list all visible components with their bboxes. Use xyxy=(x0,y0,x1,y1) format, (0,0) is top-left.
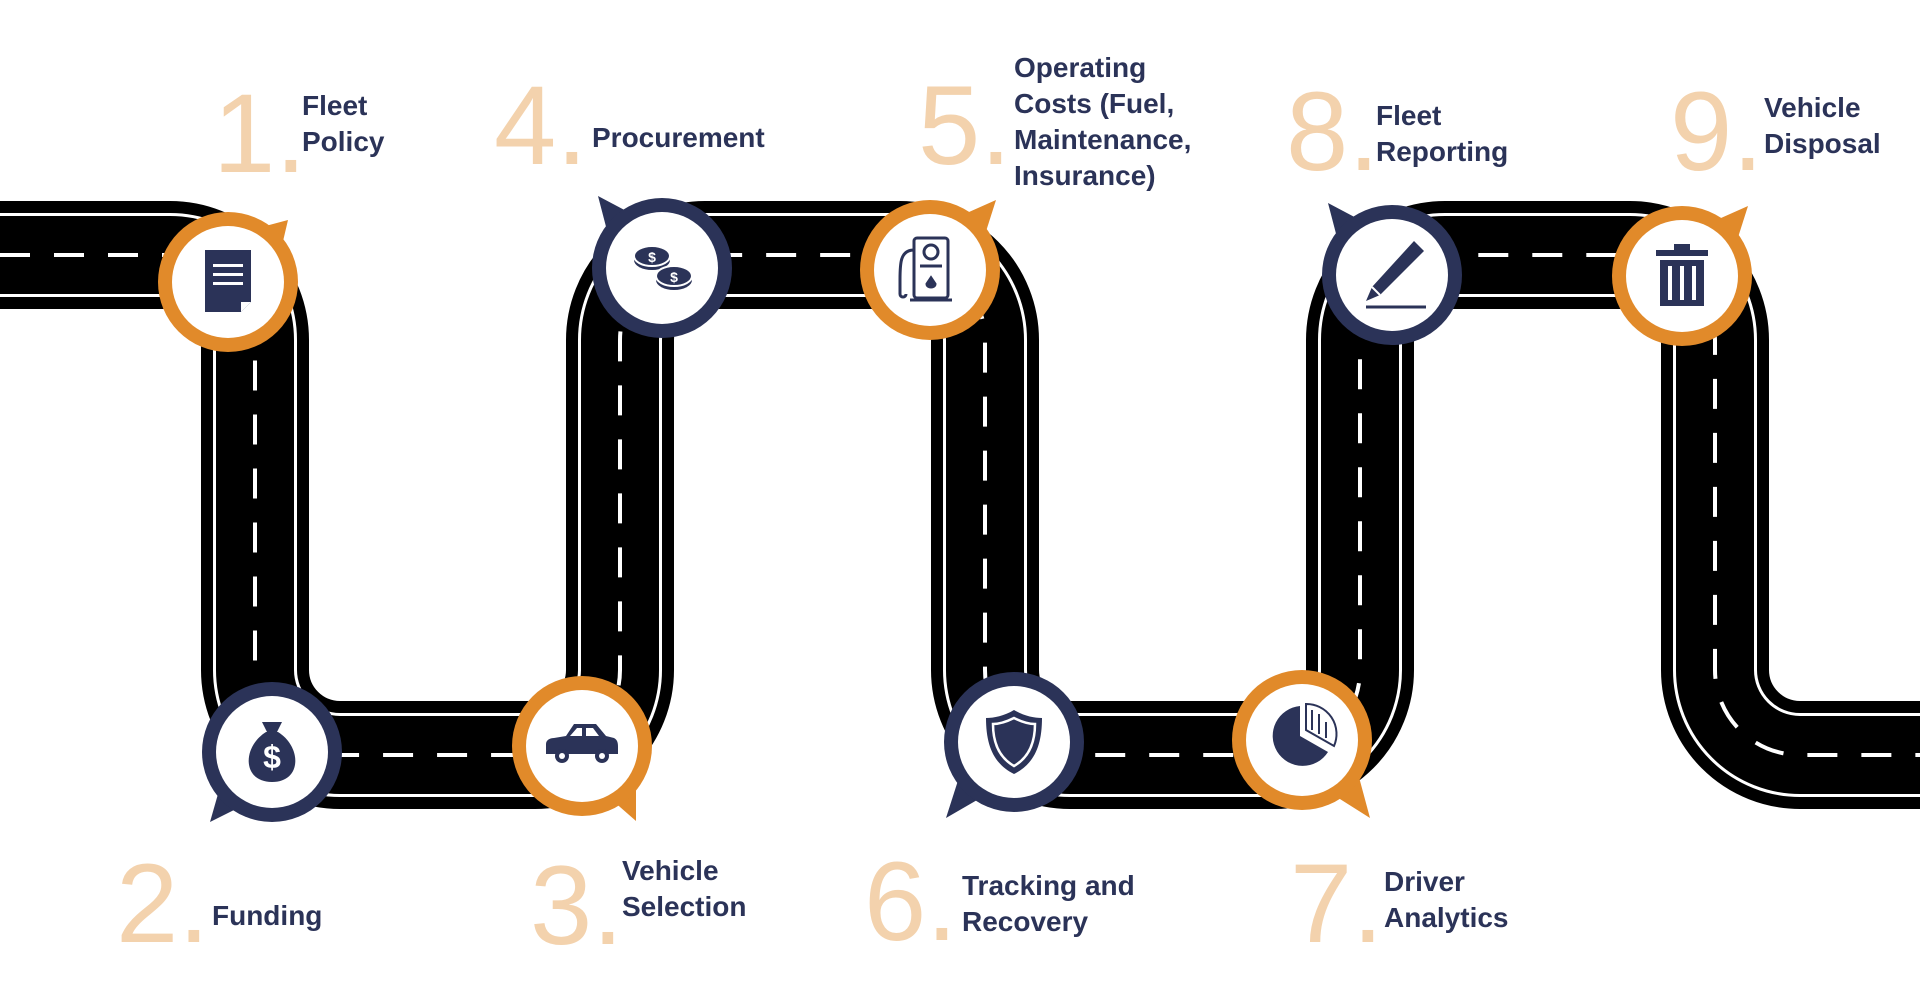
step-5-label: Operating Costs (Fuel, Maintenance, Insu… xyxy=(1014,52,1192,191)
step-2-label: Funding xyxy=(212,900,323,931)
step-8-label: Fleet Reporting xyxy=(1376,100,1509,167)
step-5-number: 5. xyxy=(918,63,1012,188)
step-2-number: 2. xyxy=(116,841,210,966)
step-9-marker xyxy=(1612,206,1752,346)
step-7-label: Driver Analytics xyxy=(1384,866,1509,933)
step-4-label: Procurement xyxy=(592,122,765,153)
step-3-number: 3. xyxy=(530,843,624,968)
money-bag-icon: $ xyxy=(248,722,296,782)
step-1-label: Fleet Policy xyxy=(302,90,385,157)
step-9-label: Vehicle Disposal xyxy=(1764,92,1881,159)
step-7-marker xyxy=(1232,670,1372,818)
step-9-number: 9. xyxy=(1670,69,1764,194)
coins-icon: $ $ xyxy=(633,245,693,290)
svg-text:$: $ xyxy=(263,739,281,775)
step-8-number: 8. xyxy=(1286,69,1380,194)
step-8-marker xyxy=(1322,203,1462,345)
fuel-pump-icon xyxy=(898,236,952,302)
step-1-number: 1. xyxy=(213,71,307,196)
marker-face xyxy=(874,214,986,326)
pie-chart-icon xyxy=(1272,702,1338,766)
svg-text:$: $ xyxy=(670,269,678,285)
step-1-marker xyxy=(158,212,298,352)
trash-icon xyxy=(1656,244,1708,306)
step-4-marker: $ $ xyxy=(592,196,732,338)
pen-icon xyxy=(1366,241,1426,309)
document-icon xyxy=(205,250,251,312)
step-6-label: Tracking and Recovery xyxy=(962,870,1135,937)
step-6-number: 6. xyxy=(864,839,958,964)
car-icon xyxy=(546,724,618,763)
step-5-marker xyxy=(860,200,1000,340)
step-7-number: 7. xyxy=(1290,841,1384,966)
marker-pointer xyxy=(1332,766,1370,818)
step-3-marker xyxy=(512,676,652,821)
marker-pointer xyxy=(946,768,984,818)
shield-icon xyxy=(986,710,1042,774)
step-3-label: Vehicle Selection xyxy=(622,855,747,922)
step-6-marker xyxy=(944,672,1084,818)
svg-text:$: $ xyxy=(648,249,656,265)
step-2-marker: $ xyxy=(202,682,342,822)
step-4-number: 4. xyxy=(494,63,588,188)
